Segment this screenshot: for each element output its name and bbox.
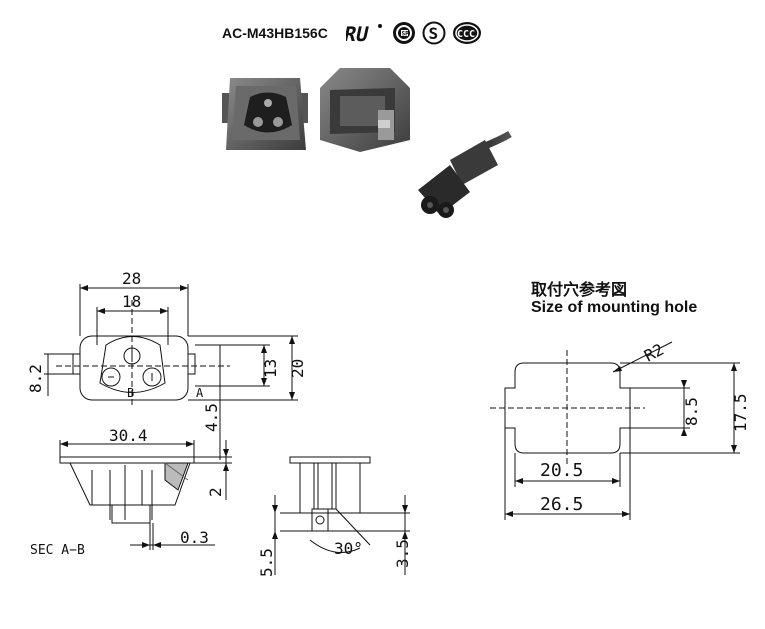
- dim-8-5: 8.5: [682, 397, 701, 426]
- svg-text:S: S: [429, 24, 439, 43]
- dim-2: 2: [206, 487, 225, 497]
- dim-20: 20: [288, 359, 307, 378]
- label-a: A: [196, 386, 204, 400]
- section-view: [59, 440, 232, 550]
- dim-5-5: 5.5: [257, 548, 276, 577]
- dim-20-5: 20.5: [540, 460, 583, 481]
- dim-28: 28: [122, 269, 141, 288]
- s-mark-icon: S: [422, 21, 446, 45]
- svg-text:RU: RU: [346, 22, 371, 45]
- ul-recognized-icon: RU: [346, 22, 382, 45]
- csa-icon: SP: [393, 22, 415, 44]
- dim-30-4: 30.4: [109, 426, 148, 445]
- certification-marks: RU SP S CCC: [346, 20, 482, 46]
- dim-8-2: 8.2: [26, 364, 45, 393]
- ccc-icon: CCC: [453, 22, 481, 44]
- dim-3-5: 3.5: [393, 539, 412, 568]
- dim-17-5: 17.5: [731, 393, 750, 432]
- dimension-arrows: [60, 285, 737, 548]
- mounting-hole-title-en: Size of mounting hole: [531, 299, 698, 316]
- dim-r2: R2: [641, 340, 667, 366]
- angle-30: 30°: [334, 539, 363, 558]
- cable-plug-photo: [418, 130, 512, 218]
- label-b: B: [127, 386, 134, 400]
- dim-4-5: 4.5: [202, 403, 221, 432]
- dim-0-3: 0.3: [180, 528, 209, 547]
- inlet-rear-photo: [320, 68, 410, 152]
- inlet-front-photo: [222, 78, 308, 150]
- model-number: AC-M43HB156C: [222, 25, 328, 41]
- dim-13: 13: [261, 359, 280, 378]
- dim-18: 18: [122, 292, 141, 311]
- svg-text:SP: SP: [402, 31, 410, 38]
- section-label: SEC A−B: [30, 543, 85, 558]
- dim-26-5: 26.5: [540, 494, 583, 515]
- svg-text:CCC: CCC: [457, 29, 475, 40]
- front-view: [44, 284, 298, 460]
- mounting-hole-title-cn: 取付穴参考図: [531, 280, 628, 299]
- mounting-hole-view: [490, 341, 740, 520]
